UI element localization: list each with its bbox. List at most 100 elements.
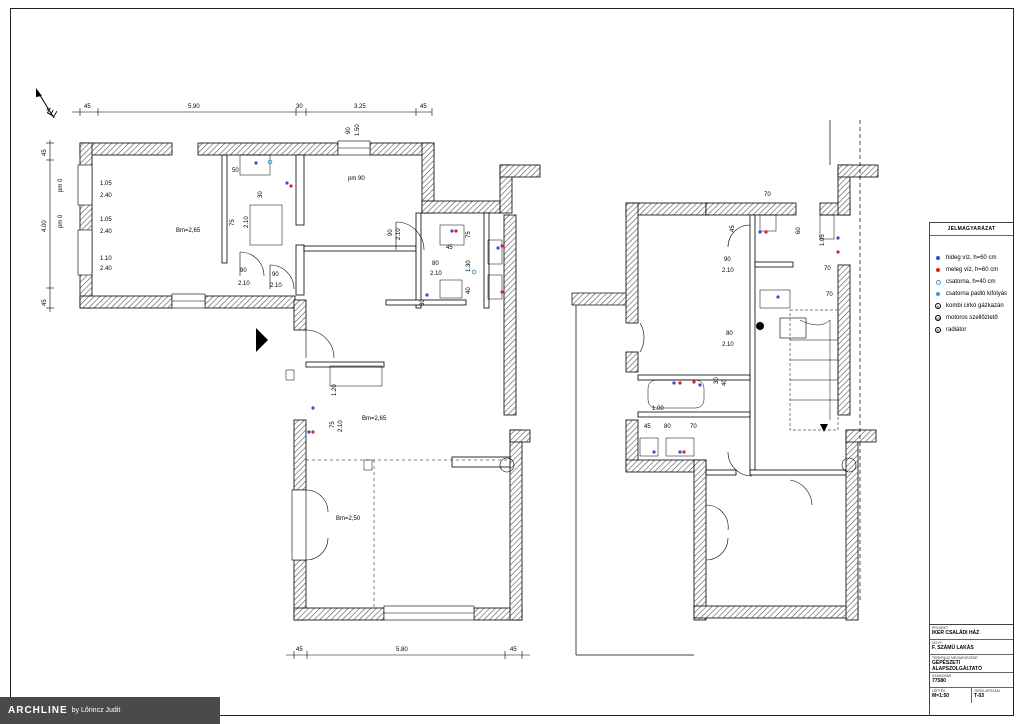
project-value: IKER CSALÁDI HÁZ xyxy=(932,630,980,636)
misc-dim-4: 2.10 xyxy=(244,216,250,228)
upper-dim-7: 40 xyxy=(722,379,728,386)
legend-label: hideg víz, h=60 cm xyxy=(946,255,997,261)
entrance-arrow xyxy=(256,328,268,352)
title-scale-sheet: LÉPTÉK M=1:50 TERVLAPSZÁM T-03 xyxy=(930,688,1013,703)
window-label-3-w: 1.10 xyxy=(100,256,112,262)
brand-author: by Lőrincz Judit xyxy=(71,707,121,714)
radiator-icon: R xyxy=(935,327,941,333)
window-label-1-w: 1.05 xyxy=(100,181,112,187)
legend-label: radiátor xyxy=(946,327,967,333)
misc-dim-2: 30 xyxy=(258,191,264,198)
boiler-icon: K xyxy=(935,303,941,309)
brand-logo: ARCHLINE xyxy=(8,705,68,716)
misc-dim-13: 75 xyxy=(330,421,336,428)
dim-top-2: 5.90 xyxy=(188,104,200,110)
ventilator-icon: M xyxy=(935,315,941,321)
misc-dim-14: 2.10 xyxy=(338,420,344,432)
misc-dim-7: 1.30 xyxy=(466,260,472,272)
legend-label: motoros szellőztető xyxy=(946,315,998,321)
north-label: É xyxy=(43,105,60,119)
legend-label: csatorna padló kifolyás xyxy=(946,291,1008,297)
scale-value: M=1:50 xyxy=(932,693,950,699)
upper-floor-doors xyxy=(639,224,857,561)
legend-label: meleg víz, h=60 cm xyxy=(946,267,999,273)
misc-dim-1: 50 xyxy=(232,168,239,174)
upper-dim-8: 1.00 xyxy=(652,406,664,412)
dim-bottom-2: 5.80 xyxy=(396,647,408,653)
ground-floor-windows xyxy=(77,140,475,621)
window-label-1-h: 2.40 xyxy=(100,193,112,199)
legend-item-ventilator: M motoros szellőztető xyxy=(930,312,1013,324)
scale-label: LÉPTÉK xyxy=(932,689,946,693)
ground-floor-walls xyxy=(79,142,541,621)
legend-label: csatorna, h=40 cm xyxy=(946,279,996,285)
misc-dim-11: 1.50 xyxy=(355,124,361,136)
door-label-2-h: 2.10 xyxy=(270,283,282,289)
upper-dim-10: 80 xyxy=(664,424,671,430)
sheet-value: T-03 xyxy=(974,693,985,699)
dimension-top xyxy=(72,108,433,116)
upper-floor-balcony xyxy=(571,120,861,656)
misc-dim-6: 75 xyxy=(466,231,472,238)
dim-left-1: 45 xyxy=(42,149,48,156)
window-label-2-h: 2.40 xyxy=(100,229,112,235)
upper-dim-5: 70 xyxy=(824,266,831,272)
cold-water-dot-icon xyxy=(936,256,940,260)
sheet-label: TERVLAPSZÁM xyxy=(974,689,1000,693)
title-project: PROJEKT IKER CSALÁDI HÁZ xyxy=(930,625,1013,640)
pm-label-1: pm 0 xyxy=(58,178,64,192)
title-client: ÜGYF. F. SZÁMÜ LAKÁS xyxy=(930,640,1013,655)
upper-dim-11: 70 xyxy=(690,424,697,430)
upper-dim-1: 70 xyxy=(764,192,771,198)
misc-dim-9: 30 xyxy=(420,299,426,306)
client-value: F. SZÁMÜ LAKÁS xyxy=(932,645,974,651)
title-number: SZÁMOZÁS 77580 xyxy=(930,673,1013,688)
misc-dim-12: 1.20 xyxy=(332,384,338,396)
door-label-3-h: 2.10 xyxy=(396,228,402,240)
legend-label: kombi cirkó gázkazán xyxy=(946,303,1004,309)
brand-bar: ARCHLINE by Lőrincz Judit xyxy=(0,697,220,724)
legend-item-boiler: K kombi cirkó gázkazán xyxy=(930,300,1013,312)
title-block: PROJEKT IKER CSALÁDI HÁZ ÜGYF. F. SZÁMÜ … xyxy=(929,624,1013,716)
upper-floor-walls xyxy=(625,164,879,621)
upper-dim-3: 60 xyxy=(796,227,802,234)
dimension-left xyxy=(46,140,54,312)
floor-drain-dot-icon xyxy=(936,292,940,296)
misc-dim-3: 75 xyxy=(230,219,236,226)
upper-door-1-w: 90 xyxy=(724,257,731,263)
door-label-4-w: 80 xyxy=(432,261,439,267)
dimension-bottom xyxy=(286,651,530,659)
dim-top-3: 30 xyxy=(296,104,303,110)
dim-bottom-1: 45 xyxy=(296,647,303,653)
dim-top-1: 45 xyxy=(84,104,91,110)
dim-top-5: 45 xyxy=(420,104,427,110)
room-height-3: Bm=2,50 xyxy=(336,516,361,522)
number-label: SZÁMOZÁS xyxy=(932,674,952,678)
ground-floor-pipe-points xyxy=(254,159,504,434)
room-height-1: Bm=2,65 xyxy=(176,228,201,234)
hot-water-dot-icon xyxy=(936,268,940,272)
upper-door-2-h: 2.10 xyxy=(722,342,734,348)
legend-item-drain: csatorna, h=40 cm xyxy=(930,276,1013,288)
misc-dim-10: 90 xyxy=(346,127,352,134)
window-label-3-h: 2.40 xyxy=(100,266,112,272)
client-label: ÜGYF. xyxy=(932,641,943,645)
project-label: PROJEKT xyxy=(932,626,949,630)
legend-title: JELMAGYARÁZAT xyxy=(930,223,1013,236)
legend-item-radiator: R radiátor xyxy=(930,324,1013,336)
upper-dim-12: 30 xyxy=(714,377,720,384)
legend-item-hot-water: meleg víz, h=60 cm xyxy=(930,264,1013,276)
ground-floor-partitions xyxy=(221,154,511,468)
door-label-1-w: 90 xyxy=(240,268,247,274)
drawing-value: GÉPÉSZETI ALAPSZOLGÁLTATÓ xyxy=(932,660,982,672)
number-value: 77580 xyxy=(932,678,946,684)
upper-dim-6: 70 xyxy=(826,292,833,298)
upper-floor-stairs xyxy=(789,309,839,431)
stair-direction-arrow xyxy=(820,424,828,432)
dim-top-4: 3.25 xyxy=(354,104,366,110)
upper-door-2-w: 80 xyxy=(726,331,733,337)
pm-label-3: pm 90 xyxy=(348,176,365,182)
misc-dim-5: 45 xyxy=(446,245,453,251)
door-label-1-h: 2.10 xyxy=(238,281,250,287)
